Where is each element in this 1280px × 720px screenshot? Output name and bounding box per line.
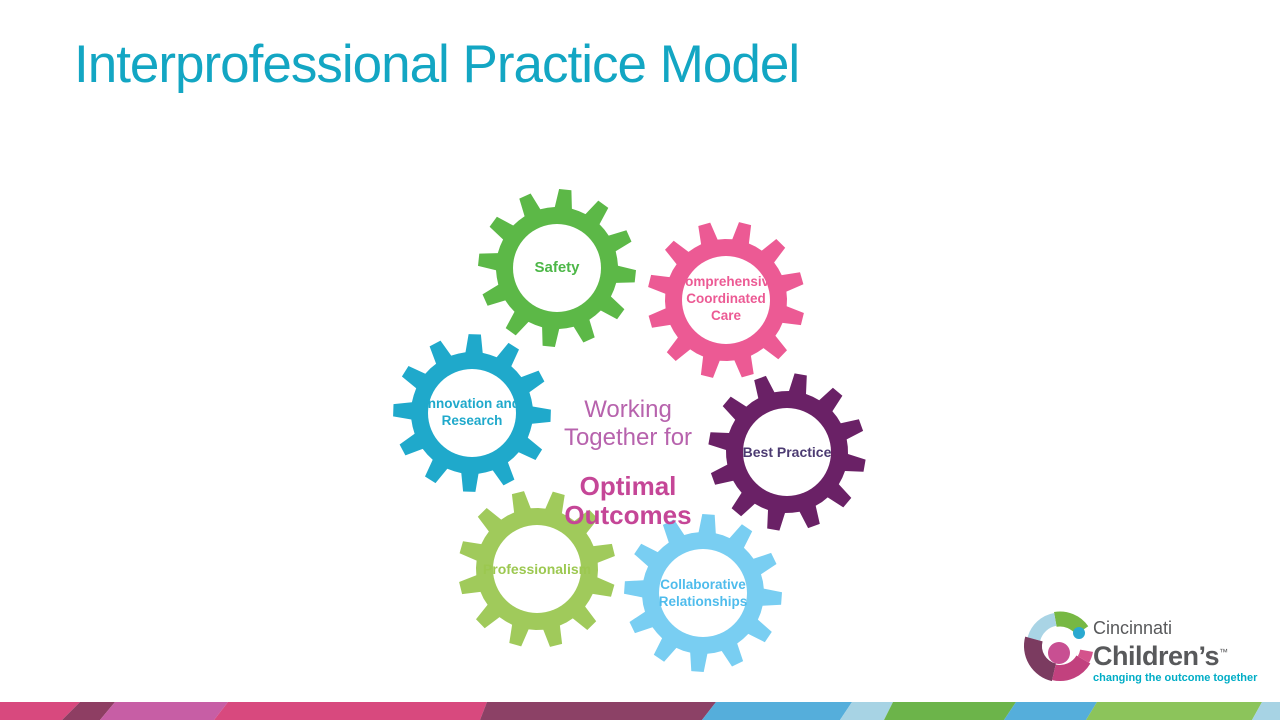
footer-stripe-3: [214, 702, 487, 720]
gear-hole-innovation-and-research: [428, 369, 516, 457]
footer-stripe-0: [0, 702, 80, 720]
slide-title: Interprofessional Practice Model: [74, 35, 800, 94]
logo-arc-3: [1052, 654, 1091, 681]
logo-childrens: Children’s™: [1093, 641, 1228, 671]
logo-teal-dot: [1073, 627, 1085, 639]
footer-stripe-8: [1004, 702, 1097, 720]
footer-stripe-5: [702, 702, 852, 720]
logo-head-circle: [1048, 642, 1070, 664]
footer-stripe-7: [884, 702, 1016, 720]
footer-stripe-6: [840, 702, 893, 720]
gear-diagram: [393, 189, 866, 672]
gear-hole-comprehensive-coordinated-care: [682, 256, 770, 344]
gear-hole-professionalism: [493, 525, 581, 613]
center-text-optimal-outcomes: Optimal Outcomes: [564, 471, 692, 530]
footer-color-stripe: [0, 702, 1280, 720]
logo-arc-2: [1023, 636, 1057, 682]
gear-label-professionalism: Professionalism: [482, 561, 592, 577]
footer-stripe-2: [100, 702, 228, 720]
cincinnati-childrens-logo: Cincinnati Children’s™ changing the outc…: [1022, 604, 1262, 694]
gear-hole-safety: [513, 224, 601, 312]
logo-arc-1: [1027, 612, 1057, 642]
footer-stripe-10: [1252, 702, 1280, 720]
footer-stripe-9: [1086, 702, 1262, 720]
trademark-symbol: ™: [1219, 647, 1228, 657]
logo-cincinnati: Cincinnati: [1093, 618, 1173, 638]
gear-label-best-practice: Best Practice: [742, 444, 832, 460]
diagram-center-text: Working Together for Optimal Outcomes: [528, 378, 728, 548]
footer-stripe-1: [62, 702, 115, 720]
center-text-working-together: Working Together for: [563, 396, 693, 451]
cincinnati-childrens-logo-icon: [1023, 611, 1094, 682]
gear-label-collaborative-relationships: Collaborative Relationships: [658, 577, 748, 609]
gear-hole-best-practice: [743, 408, 831, 496]
gear-label-safety: Safety: [534, 259, 580, 276]
logo-arc-4: [1077, 649, 1094, 663]
gear-hole-collaborative-relationships: [659, 549, 747, 637]
gear-label-innovation-and-research: Innovation and Research: [424, 396, 520, 428]
logo-tagline: changing the outcome together: [1093, 672, 1258, 684]
gear-label-comprehensive-coordinated-care: Comprehensive Coordinated Care: [675, 274, 777, 323]
footer-stripe-4: [480, 702, 716, 720]
